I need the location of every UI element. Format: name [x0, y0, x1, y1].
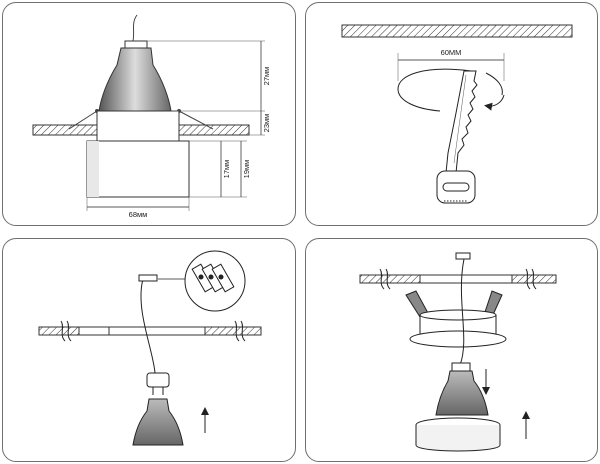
ceiling-gap-left	[78, 326, 110, 336]
panel-mounting	[305, 238, 598, 462]
saw-handle-grip	[442, 182, 470, 192]
break-mark-left-1	[379, 268, 385, 290]
dim-label-17: 17мм	[222, 160, 231, 179]
ceiling-right	[511, 274, 557, 284]
cable	[459, 258, 465, 366]
break-mark-right-1	[525, 268, 531, 290]
hole-outline-right	[485, 72, 503, 96]
terminal-block	[455, 252, 471, 260]
housing-flange	[409, 330, 507, 348]
dimension-drawing: 27мм 23мм 17мм 19мм 68мм	[32, 14, 271, 219]
ceiling-left	[359, 274, 421, 284]
inner-housing	[96, 110, 180, 142]
spring-clip-left	[68, 110, 98, 130]
ceiling-right	[178, 124, 250, 136]
ceiling-left	[32, 124, 98, 136]
panel-wiring	[2, 238, 296, 462]
spring-clip-right	[178, 110, 214, 130]
lamp-bulb	[132, 398, 184, 446]
break-mark-left-1	[60, 320, 66, 342]
ceiling-left	[38, 326, 80, 336]
socket-connector	[146, 372, 170, 388]
outer-ring-body	[415, 425, 501, 452]
cut-hole-drawing: 60MM	[341, 24, 573, 204]
rotation-arrow	[484, 94, 505, 111]
ceiling-right	[204, 326, 262, 336]
panel-dimensions: 27мм 23мм 17мм 19мм 68мм	[2, 2, 296, 226]
dim-label-68: 68мм	[129, 210, 148, 219]
break-mark-left-2	[385, 268, 391, 290]
break-mark-left-2	[66, 320, 72, 342]
cable	[140, 278, 156, 374]
dim-label-27: 27мм	[262, 67, 271, 86]
lamp-bulb	[435, 370, 489, 416]
cut-diameter-label: 60MM	[441, 48, 462, 57]
saw-spine	[453, 74, 467, 164]
break-mark-right-2	[531, 268, 537, 290]
mounting-drawing	[359, 252, 557, 452]
wiring-drawing	[38, 250, 262, 446]
outer-ring-shade	[87, 141, 99, 197]
dim-label-23: 23мм	[262, 114, 271, 133]
panel-cut-hole: 60MM	[305, 2, 598, 226]
ceiling	[341, 24, 573, 38]
housing-top	[419, 309, 497, 321]
terminal-block	[138, 274, 158, 282]
ceiling-hole	[419, 274, 513, 284]
saw-blade	[445, 70, 478, 174]
lamp-bulb	[98, 47, 172, 112]
break-mark-right-1	[234, 320, 240, 342]
hole-outline	[397, 68, 472, 112]
lamp-socket	[124, 40, 148, 49]
dim-label-19: 19мм	[242, 160, 251, 179]
break-mark-right-2	[240, 320, 246, 342]
magnified-terminal	[191, 263, 235, 293]
outer-ring	[86, 140, 190, 198]
socket-connector	[451, 362, 471, 372]
cable	[132, 14, 138, 42]
ceiling-hole	[108, 326, 206, 336]
